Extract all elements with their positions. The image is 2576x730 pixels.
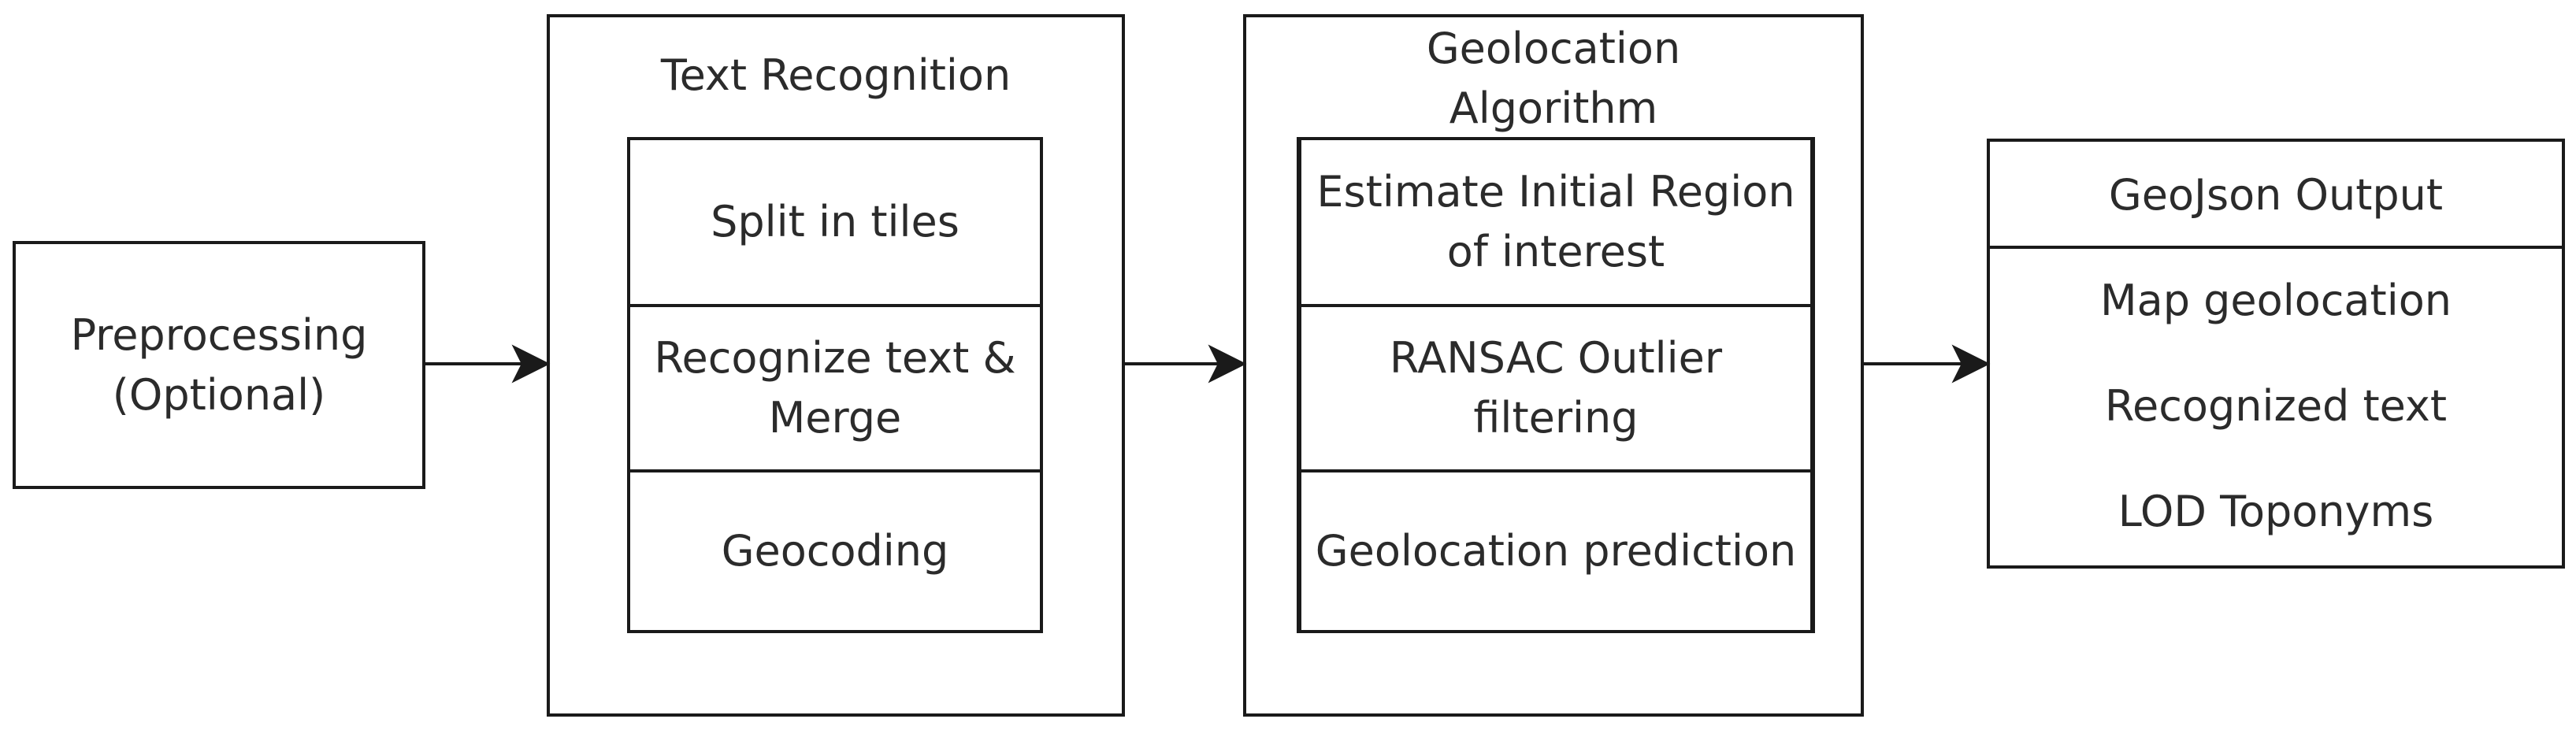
arrowhead-3 (1951, 344, 1991, 384)
preprocessing-box: Preprocessing (Optional) (13, 241, 425, 489)
output-item-recognized-text: Recognized text (2104, 381, 2448, 431)
step-geolocation-prediction: Geolocation prediction (1301, 469, 1810, 630)
output-item-map-geolocation: Map geolocation (2100, 276, 2452, 325)
geojson-output-divider (1990, 246, 2562, 249)
output-item-lod-toponyms: LOD Toponyms (2118, 487, 2434, 536)
step-estimate-initial-region: Estimate Initial Region of interest (1316, 167, 1795, 276)
arrowhead-1 (511, 344, 551, 384)
step-ransac-outlier-filtering: RANSAC Outlier filtering (1301, 304, 1810, 469)
geolocation-steps: Estimate Initial Region of interest RANS… (1297, 137, 1815, 633)
preprocessing-label: Preprocessing (Optional) (70, 309, 368, 420)
geojson-output-title: GeoJson Output (2108, 170, 2444, 220)
geojson-output-box: GeoJson Output Map geolocation Recognize… (1987, 139, 2565, 569)
step-recognize-text-merge: Recognize text & Merge (630, 304, 1040, 469)
geolocation-algorithm-title: Geolocation Algorithm (1426, 24, 1681, 133)
step-geocoding: Geocoding (630, 469, 1040, 630)
text-recognition-steps: Split in tiles Recognize text & Merge Ge… (627, 137, 1043, 633)
text-recognition-title: Text Recognition (660, 50, 1011, 100)
step-split-in-tiles: Split in tiles (711, 197, 960, 246)
arrowhead-2 (1208, 344, 1247, 384)
